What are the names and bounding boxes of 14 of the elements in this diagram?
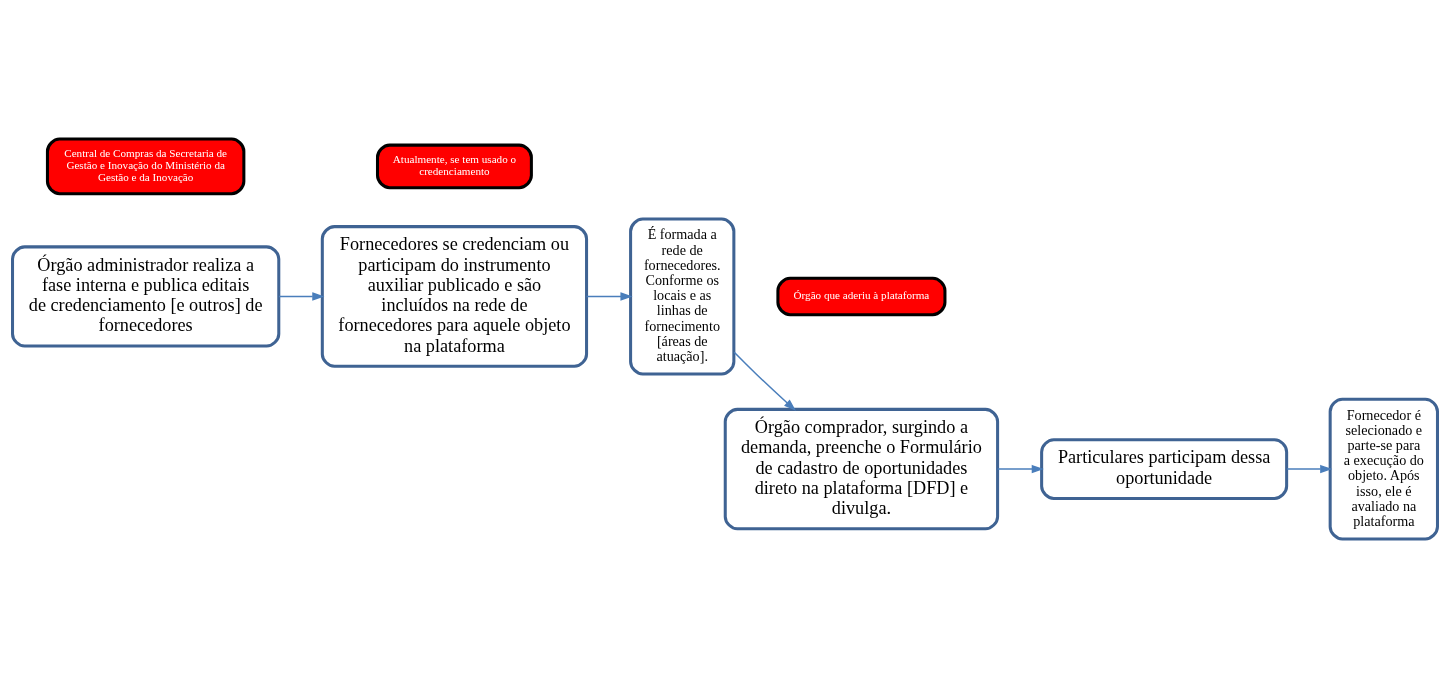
node-box: Atualmente, se tem usado o credenciamento	[375, 143, 533, 189]
node-box: Central de Compras da Secretaria de Gestão e Inovação do Ministério da Gestão e da Inovação	[45, 137, 246, 195]
node-box: Órgão administrador realiza a fase interna e publica editais de credenciamento [e outros] de fornecedores	[11, 244, 281, 348]
arrow	[278, 291, 325, 301]
arrow	[1286, 464, 1333, 473]
node-box: Órgão comprador, surgindo a demanda, preenche o Formulário de cadastro de oportunidades direto na plataforma [DFD] e divulga.	[723, 407, 1000, 530]
arrow	[733, 351, 796, 411]
node-box: Órgão que aderiu à plataforma	[776, 276, 947, 316]
node-box: Fornecedores se credenciam ou participam do instrumento auxiliar publicado e são incluídos na rede de fornecedores para aquele objeto na plataforma	[320, 224, 589, 368]
node-box: Fornecedor é selecionado e parte-se para a execução do objeto. Após isso, ele é avaliado na plataforma	[1328, 397, 1439, 540]
arrow	[585, 291, 633, 301]
arrow	[996, 464, 1044, 473]
node-box: É formada a rede de fornecedores. Conforme os locais e as linhas de fornecimento [áreas de atuação].	[629, 217, 736, 375]
node-box: Particulares participam dessa oportunidade	[1040, 437, 1289, 500]
